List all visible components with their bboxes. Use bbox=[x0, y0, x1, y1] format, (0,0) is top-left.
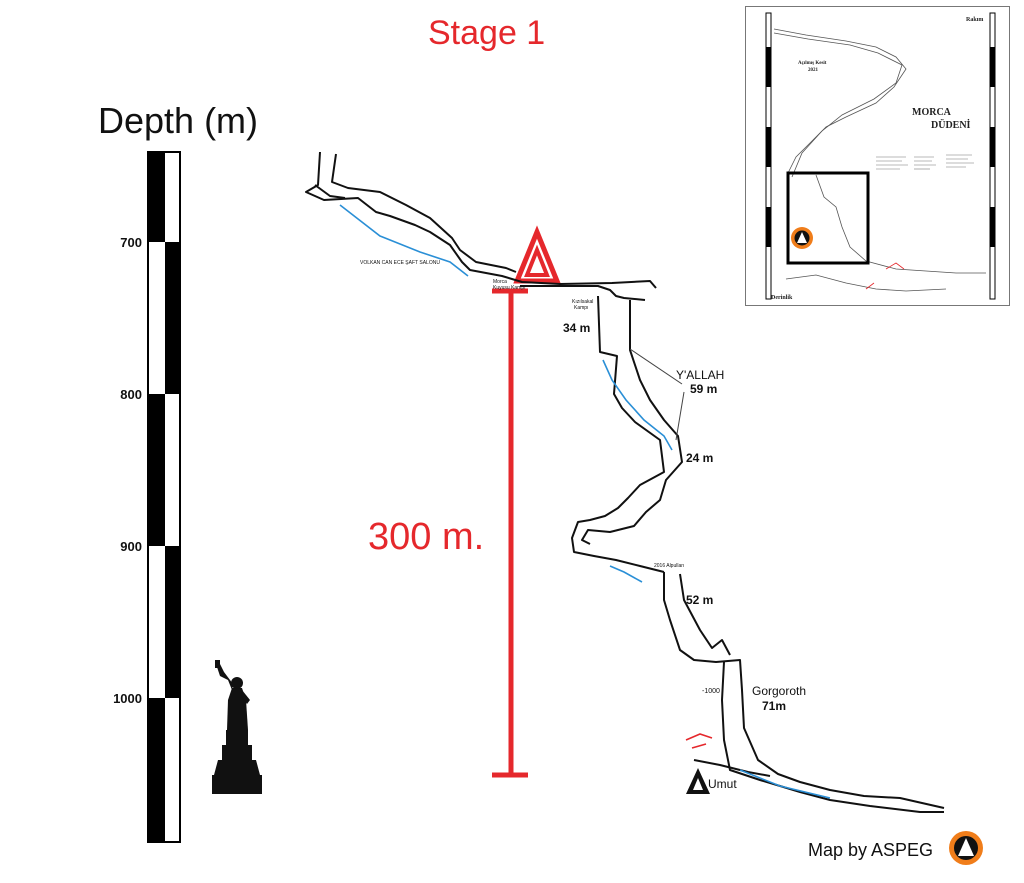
depth-scale-segment bbox=[148, 698, 165, 842]
statue-of-liberty-icon bbox=[212, 660, 262, 794]
depth-axis-title: Depth (m) bbox=[98, 100, 259, 141]
inset-aspeg-logo-icon bbox=[791, 227, 813, 249]
depth-tick-label: 1000 bbox=[113, 691, 142, 706]
stage-title: Stage 1 bbox=[428, 14, 546, 52]
inset-year-label: 2021 bbox=[808, 68, 818, 73]
depth-tick-label: 900 bbox=[120, 539, 142, 554]
pitch-71m-label: 71m bbox=[762, 699, 787, 713]
inset-title-morca: MORCA bbox=[912, 107, 951, 118]
yallah-bracket bbox=[629, 348, 685, 441]
depth-scale-segment bbox=[165, 546, 180, 698]
camp-label: Morca bbox=[493, 279, 507, 285]
kizilsakal-label: Kızılsakal bbox=[572, 299, 594, 305]
bivouac-label: 2016 Alpulları bbox=[654, 563, 685, 569]
depth-scale-segment bbox=[148, 394, 165, 546]
scale-bar-300m bbox=[492, 288, 528, 778]
yallah-label: Y'ALLAH bbox=[676, 368, 725, 382]
aspeg-logo-icon bbox=[949, 831, 983, 865]
pitch-52m-label: 52 m bbox=[686, 593, 714, 607]
pitch-59m-label: 59 m bbox=[690, 382, 718, 396]
umut-camp-icon bbox=[686, 768, 710, 794]
inset-scale-bars bbox=[765, 12, 996, 300]
inset-highlight-box bbox=[786, 171, 870, 265]
kizilsakal-camp-label: Kampı bbox=[574, 305, 589, 311]
inset-title-dudeni: DÜDENİ bbox=[931, 120, 971, 131]
map-credit: Map by ASPEG bbox=[808, 840, 934, 860]
pitch-24m-label: 24 m bbox=[686, 451, 714, 465]
camp-label: Kuyusu Kampı bbox=[493, 285, 526, 291]
depth-tick-label: 800 bbox=[120, 387, 142, 402]
depth-scale-segment bbox=[165, 242, 180, 394]
pitch-34m-label: 34 m bbox=[563, 321, 591, 335]
inset-derinlik-label: Derinlik bbox=[771, 295, 793, 301]
entrance-marker-icon bbox=[513, 225, 561, 284]
water-stream bbox=[339, 204, 831, 799]
red-survey-marks bbox=[685, 733, 713, 749]
inset-map-drawing bbox=[765, 12, 996, 300]
inset-overview-map: Rakım Açılmış Kesit 2021 MORCA DÜDENİ De… bbox=[745, 6, 1010, 306]
depth-scale-bar bbox=[147, 151, 181, 843]
inset-rakim-label: Rakım bbox=[966, 17, 984, 23]
depth-1000-mark: -1000 bbox=[702, 688, 720, 695]
umut-camp-label: Umut bbox=[708, 777, 737, 791]
gorgoroth-label: Gorgoroth bbox=[752, 684, 807, 698]
scale-bar-label: 300 m. bbox=[368, 516, 485, 558]
depth-scale-segment bbox=[148, 152, 165, 242]
hall-label: VOLKAN CAN ECE ŞAFT SALONU bbox=[360, 260, 440, 266]
depth-tick-label: 700 bbox=[120, 235, 142, 250]
inset-cave-outline bbox=[773, 28, 986, 292]
inset-kesit-label: Açılmış Kesit bbox=[798, 61, 827, 66]
inset-red-marks bbox=[865, 262, 905, 290]
inset-legend-lines bbox=[876, 154, 974, 170]
